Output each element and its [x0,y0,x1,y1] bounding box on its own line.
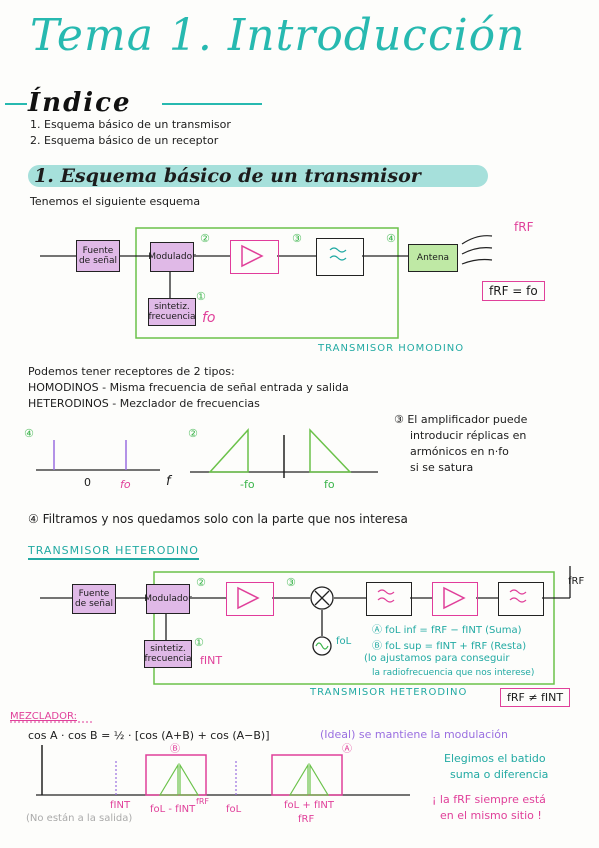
marker-3: ③ [292,232,302,245]
receptores-line1: Podemos tener receptores de 2 tipos: [28,365,235,378]
het-note-a: Ⓐ foL inf = fRF − fINT (Suma) [372,625,522,636]
het-marker-1: ① [194,636,204,649]
label-A: Ⓐ [342,744,352,755]
spec-pos-fo: fo [324,478,335,491]
het-fuente-label: Fuente de señal [74,589,114,609]
indice-rule-left [5,103,27,105]
het-note-b: Ⓑ foL sup = fINT + fRF (Resta) [372,641,527,652]
amplifier-block [230,240,279,274]
section1-heading: 1. Esquema básico de un transmisor [34,165,421,187]
label-sum: foL + fINT [284,800,335,811]
section1-heading-bar: 1. Esquema básico de un transmisor [28,165,488,187]
mezclador-ideal: (Ideal) se mantiene la modulación [320,728,508,741]
het-sintetizador-label: sintetiz. frecuencia [144,644,192,664]
note4: ④ Filtramos y nos quedamos solo con la p… [28,512,408,526]
heterodino-heading: TRANSMISOR HETERODINO [28,544,199,560]
het-frf-label: fRF [568,576,585,587]
marker-1: ① [196,290,206,303]
label-diff: foL - fINT [150,804,196,815]
spec-neg-fo: -fo [240,478,255,491]
het-amp1-block [226,582,274,616]
mezclador-formula: cos A · cos B = ½ · [cos (A+B) + cos (A−… [28,729,270,742]
label-frf2: fRF [298,814,315,825]
modulador-block: Modulador [148,242,196,272]
fo-label: fo [202,310,216,326]
gray-note: (No están a la salida) [26,813,133,824]
note3-line4: si se satura [410,461,474,474]
note3-line3: armónicos en n·fo [410,445,509,458]
frf-eq-box: fRF = fo [482,281,545,301]
antena-block: Antena [408,244,458,272]
label-fol: foL [226,804,242,815]
indice-item-1: 1. Esquema básico de un transmisor [30,118,231,131]
mezclador-choose-2: suma o diferencia [450,768,549,781]
sintetizador-block: sintetiz. frecuencia [148,298,196,326]
mezclador-same-2: en el mismo sitio ! [440,809,542,822]
mezclador-heading: MEZCLADOR: [10,711,78,722]
spec-marker-4: ④ [24,427,34,440]
filter-block [316,238,364,276]
het-modulador-label: Modulador [144,594,192,604]
sintetizador-label: sintetiz. frecuencia [148,302,196,322]
label-fint: fINT [110,800,131,811]
heterodino-caption: TRANSMISOR HETERODINO [310,687,468,698]
fuente-label: Fuente de señal [78,246,118,266]
note3-line2: introducir réplicas en [410,429,527,442]
het-note-c: (lo ajustamos para conseguir [364,653,510,664]
het-filter2-block [498,582,544,616]
frf-ne-box: fRF ≠ fINT [500,688,571,707]
antena-label: Antena [416,253,450,263]
mezclador-choose-1: Elegimos el batido [444,752,546,765]
mezclador-same-1: ¡ la fRF siempre está [432,793,546,806]
homodino-caption: TRANSMISOR HOMODINO [318,343,465,354]
het-fuente-block: Fuente de señal [72,584,116,614]
marker-4: ④ [386,232,396,245]
het-modulador-block: Modulador [144,584,192,614]
spec-marker-2: ② [188,427,198,440]
spec-zero: 0 [84,476,91,489]
spec-f: f [166,474,171,489]
het-marker-2: ② [196,576,206,589]
het-fol-label: foL [336,636,352,647]
marker-2: ② [200,232,210,245]
frf-label: fRF [514,220,534,234]
indice-item-2: 2. Esquema básico de un receptor [30,134,219,147]
indice-heading: Índice [28,88,132,118]
receptores-bullet2: HETERODINOS - Mezclador de frecuencias [28,397,260,410]
page-title: Tema 1. Introducción [30,10,526,61]
label-frf: fRF [196,797,209,806]
het-fint-label: fINT [200,654,223,667]
het-marker-3: ③ [286,576,296,589]
spec-fo: fo [120,478,131,491]
het-filter1-block [366,582,412,616]
fuente-block: Fuente de señal [76,240,120,272]
het-sintetizador-block: sintetiz. frecuencia [144,640,192,668]
receptores-bullet1: HOMODINOS - Misma frecuencia de señal en… [28,381,349,394]
het-note-d: la radiofrecuencia que nos interese) [372,668,535,678]
note3-line1: ③ El amplificador puede [394,413,528,426]
section1-intro: Tenemos el siguiente esquema [30,195,201,208]
indice-rule-right [162,103,262,105]
modulador-label: Modulador [148,252,196,262]
het-amp2-block [432,582,478,616]
label-B: Ⓑ [170,744,180,755]
